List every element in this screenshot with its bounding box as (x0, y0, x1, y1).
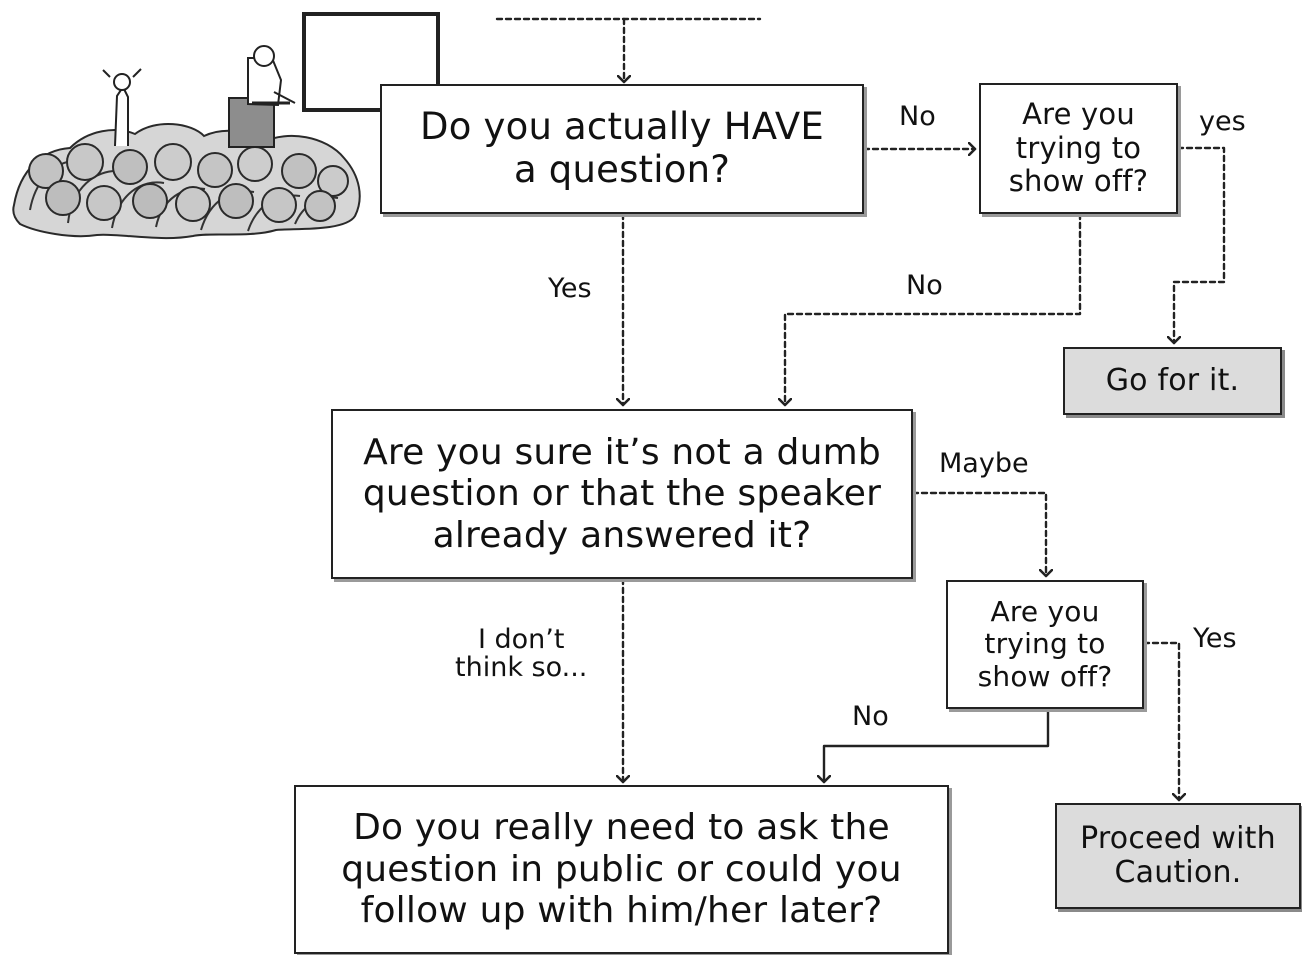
edge-label-q4-no: No (852, 701, 889, 732)
q4-no-connector (824, 707, 1050, 782)
edge-label-q2-no: No (906, 270, 943, 301)
edge-label-q3-dont-think: I don’t think so... (455, 624, 588, 684)
question-dumb-or-answered: Are you sure it’s not a dumb question or… (331, 409, 913, 579)
q2-yes-connector (1174, 146, 1226, 343)
edge-label-q3-maybe: Maybe (939, 448, 1029, 479)
edge-label-q2-yes: yes (1199, 106, 1246, 137)
edge-label-q4-yes: Yes (1193, 623, 1237, 654)
question-show-off-top: Are you trying to show off? (979, 83, 1178, 214)
edge-label-q1-yes: Yes (548, 273, 592, 304)
edge-label-q1-no: No (899, 101, 936, 132)
audience-speaker-illustration (12, 12, 440, 240)
audience-crowd-icon (12, 68, 361, 240)
question-show-off-bottom: Are you trying to show off? (946, 580, 1144, 709)
q2-no-connector (785, 212, 1082, 405)
question-ask-in-public: Do you really need to ask the question i… (294, 785, 949, 954)
q3-maybe-connector (911, 491, 1046, 576)
result-go-for-it: Go for it. (1063, 347, 1282, 415)
question-have-question: Do you actually HAVE a question? (380, 84, 864, 214)
flowchart-connectors (495, 17, 1226, 800)
q4-yes-connector (1142, 641, 1179, 800)
result-proceed-with-caution: Proceed with Caution. (1055, 803, 1301, 909)
